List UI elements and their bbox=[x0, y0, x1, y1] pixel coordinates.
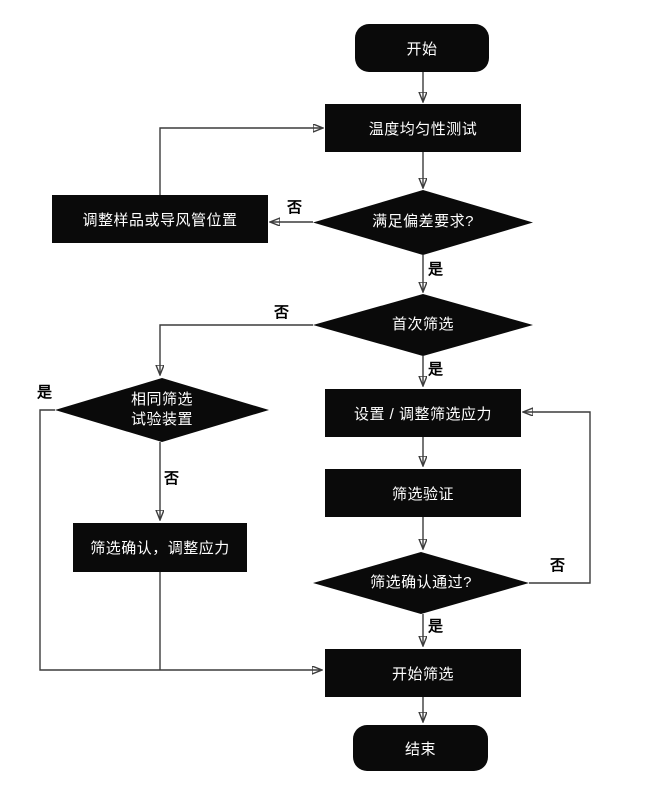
node-set-adjust-screening-stress-label: 设置 / 调整筛选应力 bbox=[353, 405, 492, 423]
node-same-screening-device-label-line1: 相同筛选 bbox=[130, 390, 193, 408]
node-temp-uniformity-test: 温度均匀性测试 bbox=[325, 104, 521, 152]
node-start-screening: 开始筛选 bbox=[325, 649, 521, 697]
edge-adjust-sample-to-temp-test bbox=[159, 128, 322, 195]
edge-label-same-device-no: 否 bbox=[163, 470, 181, 488]
edge-label-deviation-yes: 是 bbox=[427, 261, 445, 279]
node-temp-uniformity-test-label: 温度均匀性测试 bbox=[368, 120, 478, 138]
node-screening-confirm-adjust-stress: 筛选确认，调整应力 bbox=[73, 523, 247, 572]
node-adjust-sample-or-duct: 调整样品或导风管位置 bbox=[52, 195, 268, 243]
node-deviation-check-label: 满足偏差要求? bbox=[372, 213, 474, 231]
node-first-screening-label: 首次筛选 bbox=[391, 315, 454, 333]
edge-label-same-device-yes: 是 bbox=[36, 384, 54, 402]
node-start: 开始 bbox=[355, 24, 489, 72]
edge-label-confirm-no: 否 bbox=[549, 557, 567, 575]
node-set-adjust-screening-stress: 设置 / 调整筛选应力 bbox=[325, 389, 521, 437]
node-start-label: 开始 bbox=[406, 40, 438, 58]
edge-label-first-no: 否 bbox=[273, 304, 291, 322]
node-end-label: 结束 bbox=[404, 740, 436, 758]
edge-label-deviation-no: 否 bbox=[286, 199, 304, 217]
node-same-screening-device-label-line2: 试验装置 bbox=[130, 411, 193, 428]
node-screening-verification: 筛选验证 bbox=[325, 469, 521, 517]
node-screening-confirm-passed-label: 筛选确认通过? bbox=[370, 573, 472, 591]
node-adjust-sample-or-duct-label: 调整样品或导风管位置 bbox=[82, 211, 238, 229]
edge-confirm-no-to-set-stress bbox=[524, 412, 591, 584]
node-start-screening-label: 开始筛选 bbox=[391, 665, 454, 683]
node-end: 结束 bbox=[353, 725, 488, 771]
edge-label-first-yes: 是 bbox=[427, 361, 445, 379]
edge-label-confirm-yes: 是 bbox=[427, 618, 445, 636]
edge-same-device-yes-to-start-screening bbox=[39, 409, 321, 670]
node-screening-confirm-adjust-stress-label: 筛选确认，调整应力 bbox=[90, 540, 230, 557]
node-screening-verification-label: 筛选验证 bbox=[391, 485, 454, 503]
edge-first-no-to-same-device bbox=[160, 324, 313, 374]
